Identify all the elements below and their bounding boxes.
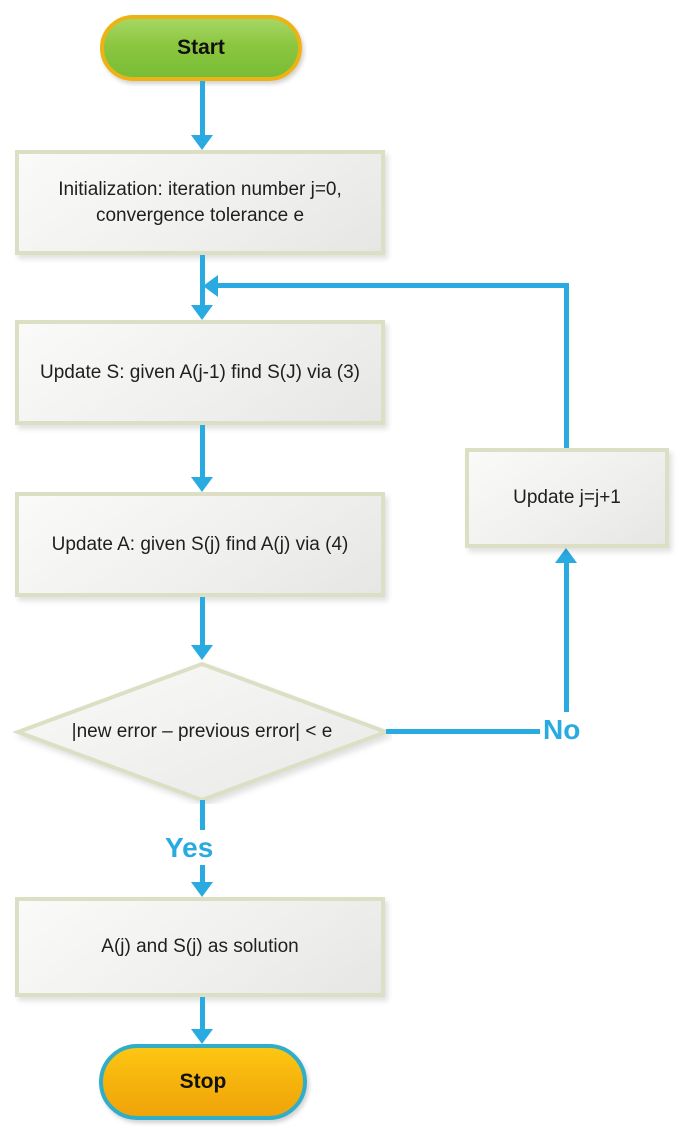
start-node-label: Start: [177, 36, 225, 59]
edge-solution-stop-arrowhead-icon: [191, 1029, 213, 1044]
edge-start-init-arrowhead-icon: [191, 135, 213, 150]
yes-edge-label: Yes: [162, 830, 217, 865]
init-node: Initialization: iteration number j=0, co…: [15, 150, 385, 255]
update-j-node: Update j=j+1: [465, 448, 669, 548]
edge-no-horizontal-line: [386, 729, 569, 734]
start-node: Start: [100, 15, 302, 81]
init-node-label: Initialization: iteration number j=0, co…: [58, 178, 342, 226]
edge-start-init-line: [200, 81, 205, 135]
edge-updatea-decision-arrowhead-icon: [191, 645, 213, 660]
stop-node: Stop: [99, 1044, 307, 1120]
solution-node: A(j) and S(j) as solution: [15, 897, 385, 997]
edge-feedback-vertical-line: [564, 283, 569, 448]
update-s-node-label: Update S: given A(j-1) find S(J) via (3): [40, 361, 360, 383]
edge-init-updates-arrowhead-icon: [191, 305, 213, 320]
edge-init-updates-line: [200, 255, 205, 305]
edge-updates-updatea-arrowhead-icon: [191, 477, 213, 492]
edge-updatea-decision-line: [200, 597, 205, 645]
edge-solution-stop-line: [200, 997, 205, 1030]
decision-node-label: |new error – previous error| < e: [71, 721, 333, 742]
edge-no-vertical-line: [564, 563, 569, 733]
solution-node-label: A(j) and S(j) as solution: [101, 936, 299, 958]
update-a-node-label: Update A: given S(j) find A(j) via (4): [51, 533, 349, 555]
no-edge-label: No: [540, 712, 584, 747]
stop-node-label: Stop: [179, 1070, 227, 1093]
update-j-node-label: Update j=j+1: [513, 487, 621, 509]
update-a-node: Update A: given S(j) find A(j) via (4): [15, 492, 385, 597]
edge-yes-arrowhead-icon: [191, 882, 213, 897]
update-s-node: Update S: given A(j-1) find S(J) via (3): [15, 320, 385, 425]
edge-updates-updatea-line: [200, 425, 205, 477]
decision-node: |new error – previous error| < e: [12, 660, 392, 804]
edge-feedback-arrowhead-icon: [203, 275, 218, 297]
edge-no-arrowhead-icon: [555, 548, 577, 563]
edge-feedback-horizontal-line: [218, 283, 569, 288]
